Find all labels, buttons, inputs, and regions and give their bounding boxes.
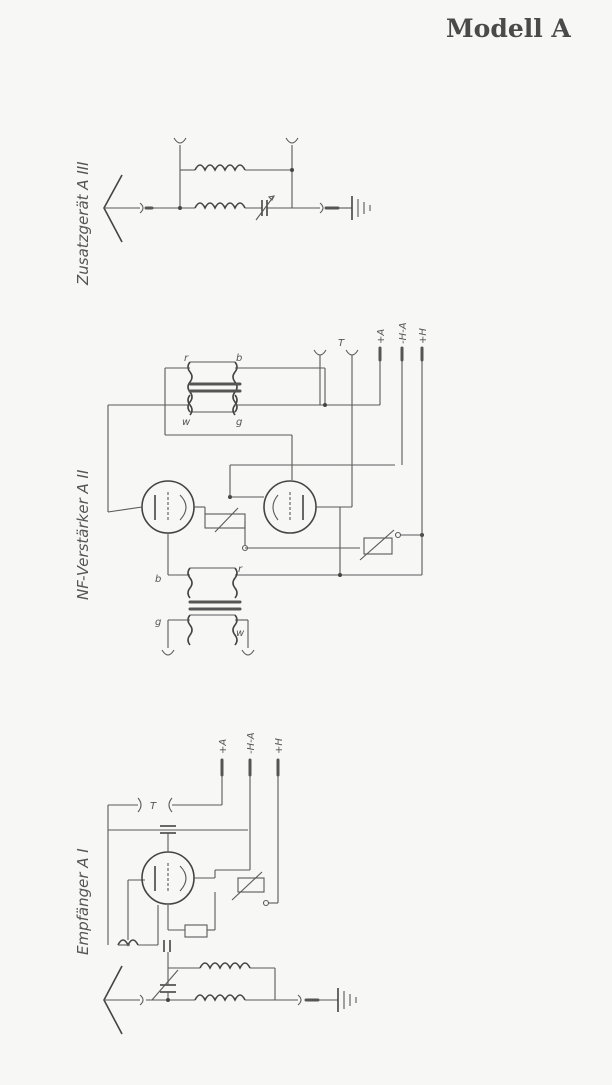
terminal-label-plus-h-empfaenger: +H [274,738,285,754]
jack-label-t: T [338,338,345,349]
winding-label-b: b [236,353,242,364]
empfaenger-circuit: T +A -H-A +H [103,732,357,1035]
terminal-label-plus-h: +H [418,328,429,344]
winding-label-r: r [184,353,189,364]
winding-label-g: g [236,417,242,428]
coil-icon [194,994,246,1002]
winding-label-r2: r [238,564,243,575]
winding-label-b2: b [155,574,161,585]
terminal-label-minus-ha: -H-A [398,322,409,344]
coil-icon [194,202,246,210]
terminal-label-plus-a-empfaenger: +A [218,739,229,754]
terminal-label-minus-ha-empfaenger: -H-A [246,732,257,754]
section-label-zusatz: Zusatzgerät A III [74,161,92,286]
winding-label-w: w [182,417,191,428]
verstaerker-circuit: r b w g [107,322,429,656]
jack-label-t-empfaenger: T [150,801,157,812]
terminal-label-plus-a: +A [376,329,387,344]
winding-label-g2: g [155,617,161,628]
winding-label-w2: w [236,628,245,639]
section-label-empfaenger: Empfänger A I [74,848,92,955]
zusatz-circuit [103,137,371,243]
section-label-verstaerker: NF-Verstärker A II [74,469,92,600]
page-title: Modell A [446,14,571,43]
